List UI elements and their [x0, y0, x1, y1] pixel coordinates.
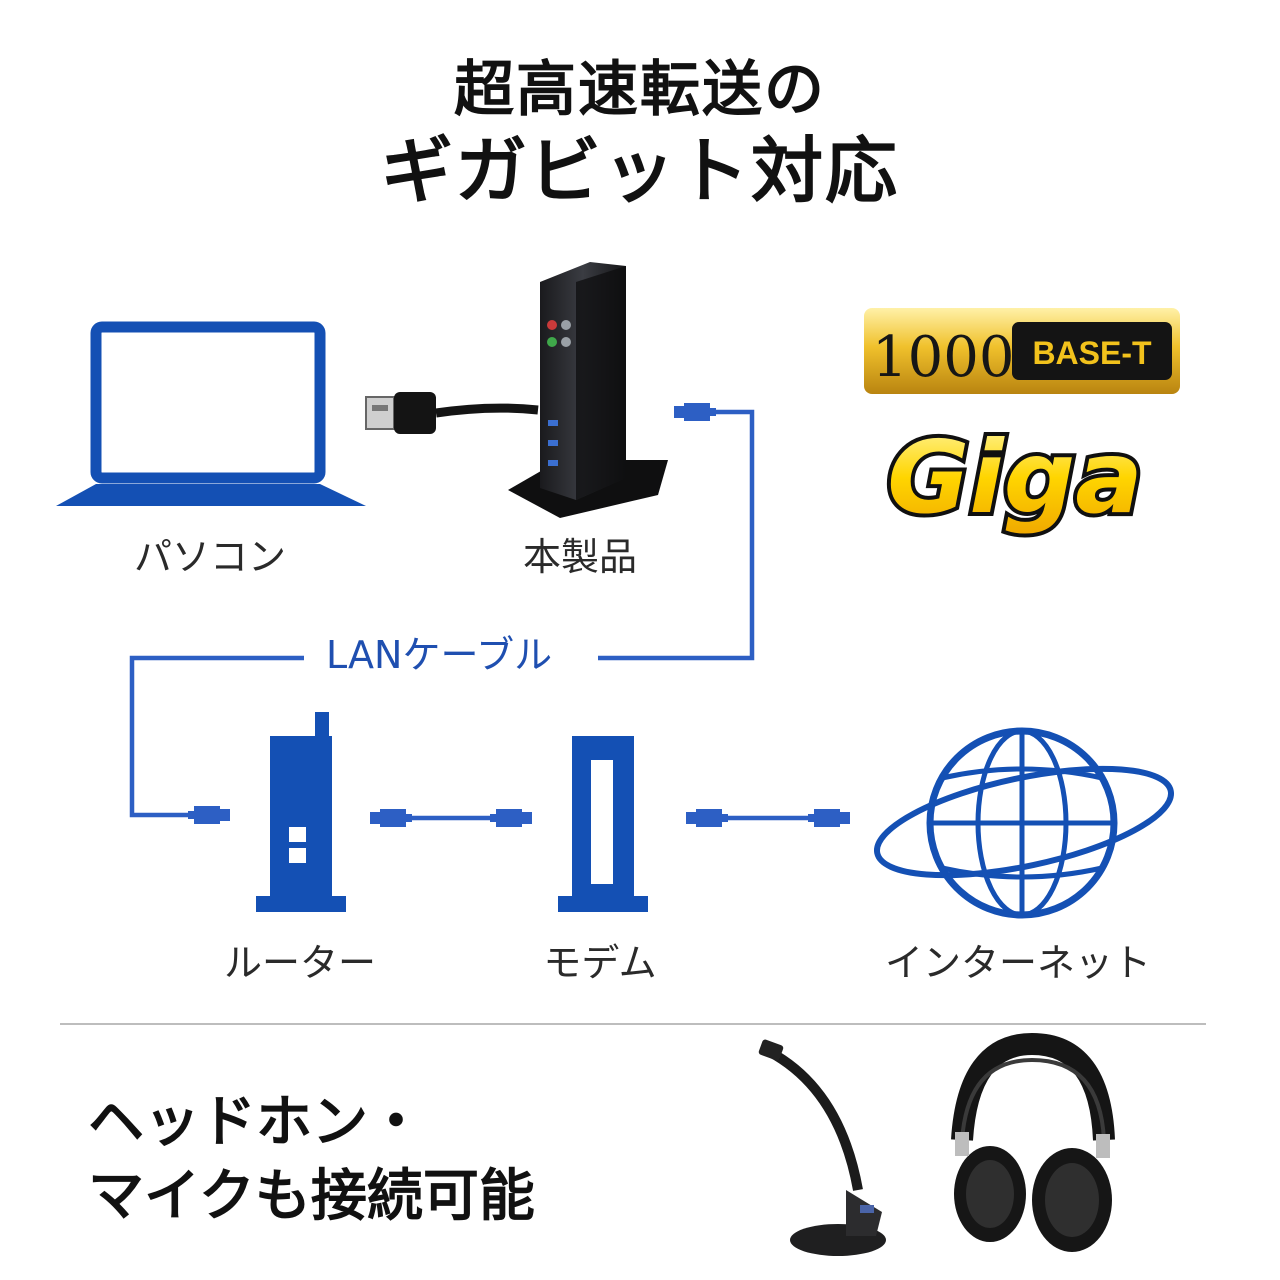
- laptop-icon: [56, 321, 366, 506]
- audio-line-2: マイクも接続可能: [88, 1164, 535, 1229]
- lan-connector-router-right: [370, 809, 412, 827]
- headphones-image: [951, 1032, 1115, 1252]
- lan-connector-router-left: [188, 806, 230, 824]
- label-pc: パソコン: [133, 535, 286, 579]
- dock-product-image: [508, 262, 668, 518]
- label-modem: モデム: [543, 941, 657, 985]
- globe-icon: [873, 727, 1175, 919]
- modem-icon: [558, 736, 648, 912]
- label-router: ルーター: [223, 941, 376, 985]
- badge-giga: Giga: [887, 419, 1142, 536]
- gigabit-badge: 1000 BASE-T Giga: [864, 308, 1180, 540]
- lan-connector-modem-left: [490, 809, 532, 827]
- lan-connector-modem-right: [686, 809, 728, 827]
- label-product: 本製品: [522, 535, 637, 579]
- microphone-image: [758, 1039, 886, 1256]
- label-internet: インターネット: [884, 941, 1151, 985]
- lan-cable-path: [129, 409, 755, 818]
- title-line-1: 超高速転送の: [454, 55, 826, 125]
- lan-connector-dock: [674, 403, 716, 421]
- audio-line-1: ヘッドホン・: [88, 1090, 424, 1155]
- label-lan-cable: LANケーブル: [326, 633, 553, 677]
- router-icon: [256, 712, 346, 912]
- title-line-2: ギガビット対応: [380, 129, 899, 213]
- badge-base: BASE-T: [1032, 335, 1152, 371]
- usb-cable-icon: [365, 392, 539, 434]
- lan-connector-internet: [808, 809, 850, 827]
- badge-number: 1000: [872, 325, 1015, 390]
